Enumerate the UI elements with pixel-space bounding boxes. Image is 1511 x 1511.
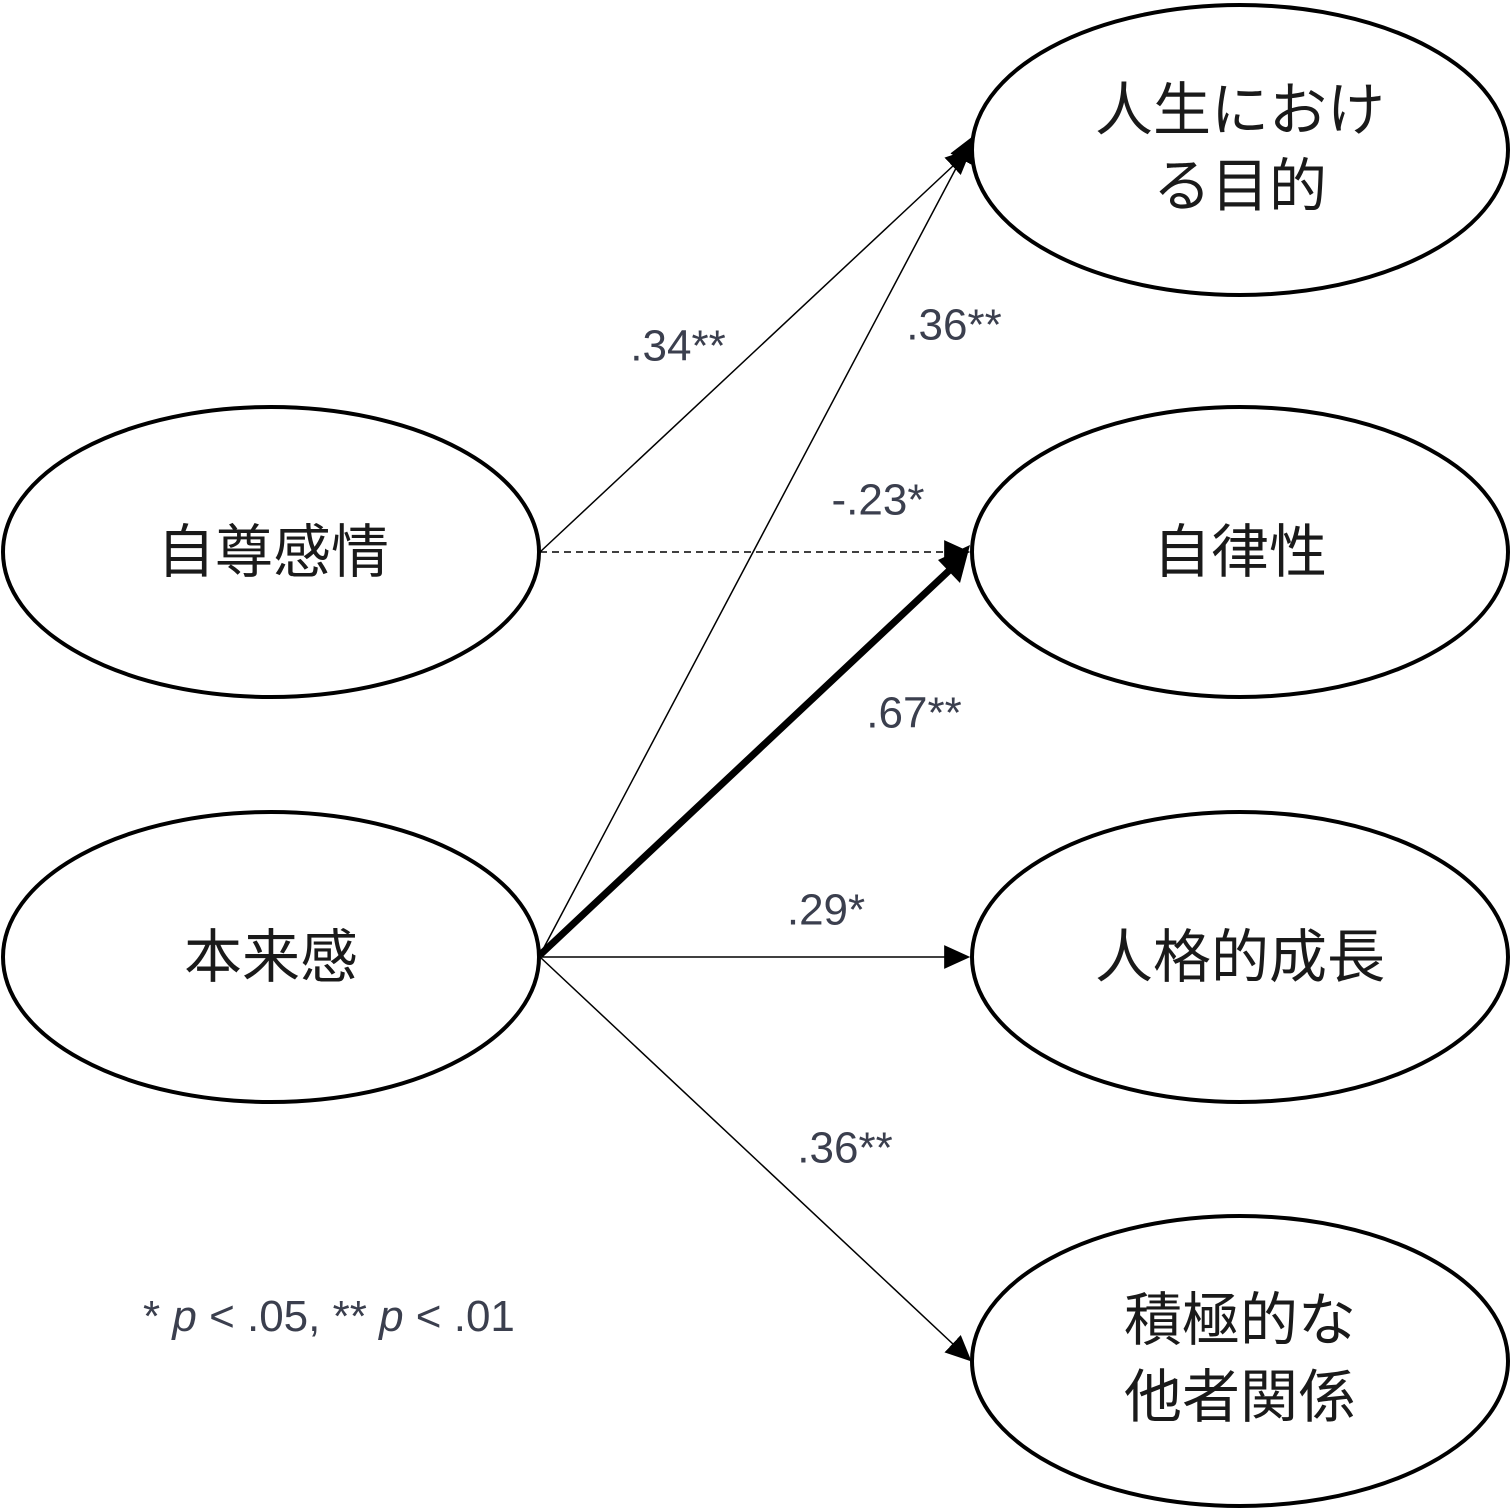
- node-growth-label: 人格的成長: [1095, 923, 1385, 991]
- coef-authenticity-to-relations: .36**: [797, 1124, 892, 1173]
- coef-self-esteem-to-autonomy: -.23*: [832, 476, 925, 525]
- arrow-authenticity-to-relations: [539, 956, 972, 1362]
- node-self-esteem-label: 自尊感情: [157, 518, 389, 586]
- node-personal-growth: 人格的成長: [970, 810, 1510, 1104]
- node-self-esteem: 自尊感情: [1, 405, 541, 699]
- node-relations-label-line1: 積極的な: [1124, 1286, 1356, 1354]
- arrowhead-authenticity-to-autonomy: [938, 545, 970, 583]
- node-authenticity: 本来感: [1, 810, 541, 1104]
- node-autonomy: 自律性: [970, 405, 1510, 699]
- node-purpose-label-line1: 人生におけ: [1095, 76, 1385, 144]
- coef-authenticity-to-purpose: .36**: [906, 301, 1001, 350]
- arrow-authenticity-to-purpose: [539, 136, 974, 956]
- coef-authenticity-to-growth: .29*: [787, 886, 865, 935]
- node-positive-relations: 積極的な 他者関係: [970, 1214, 1510, 1508]
- node-authenticity-label: 本来感: [184, 923, 358, 991]
- arrow-authenticity-to-autonomy: [537, 562, 958, 958]
- node-autonomy-label: 自律性: [1153, 518, 1327, 586]
- coef-authenticity-to-autonomy: .67**: [866, 689, 961, 738]
- coef-self-esteem-to-purpose: .34**: [630, 322, 725, 371]
- node-purpose-label-line2: る目的: [1153, 152, 1327, 220]
- significance-note: * p < .05, ** p < .01: [143, 1292, 515, 1341]
- arrow-self-esteem-to-purpose: [539, 148, 972, 553]
- node-purpose-in-life: 人生におけ る目的: [970, 3, 1510, 297]
- node-relations-label-line2: 他者関係: [1124, 1363, 1356, 1431]
